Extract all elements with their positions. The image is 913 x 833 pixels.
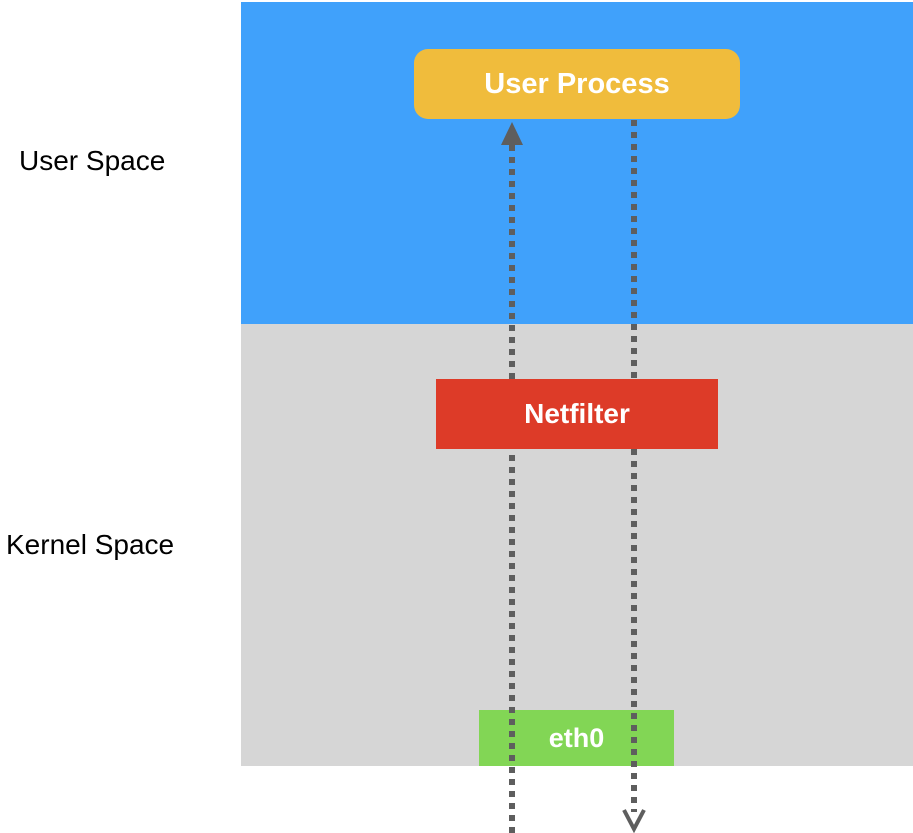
user-process-label: User Process (484, 67, 670, 100)
eth0-label: eth0 (548, 722, 605, 753)
user-space-label: User Space (19, 145, 166, 176)
kernel-space-label: Kernel Space (6, 529, 175, 560)
user-process-node: User Process (414, 49, 740, 119)
egress-arrow-head-icon (622, 809, 646, 833)
netfilter-node: Netfilter (436, 379, 718, 449)
eth0-node: eth0 (479, 710, 674, 766)
netfilter-label: Netfilter (524, 398, 630, 429)
